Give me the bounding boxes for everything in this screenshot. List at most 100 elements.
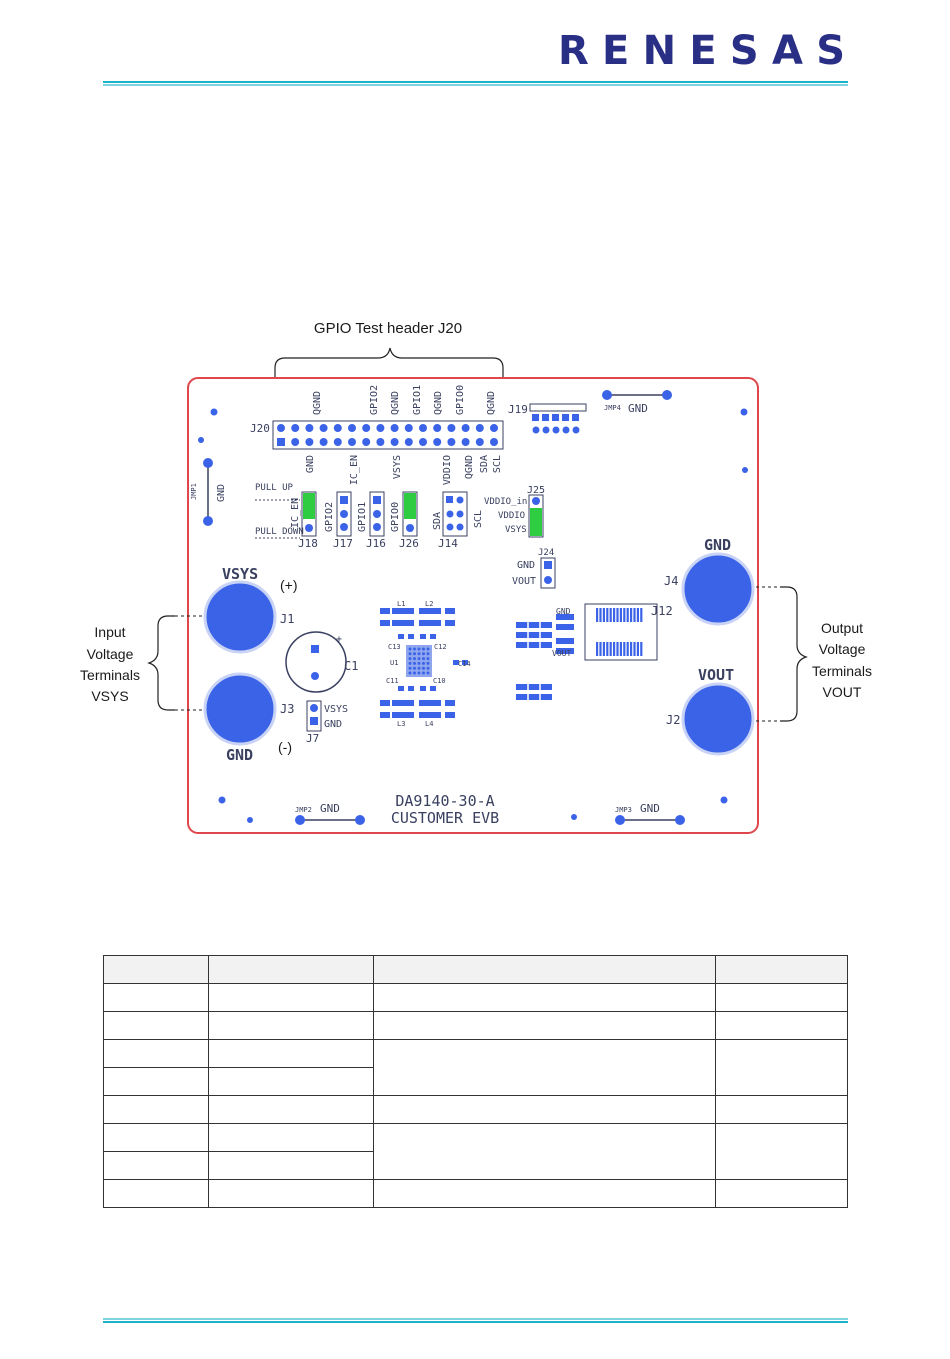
- board-outline: [187, 377, 759, 834]
- svg-text:VSYS: VSYS: [91, 688, 128, 704]
- spec-table: [103, 955, 848, 1208]
- table-cell: [208, 1011, 374, 1040]
- table-cell: [373, 1095, 716, 1124]
- svg-text:J24: J24: [538, 548, 554, 558]
- svg-text:JMP1: JMP1: [190, 483, 198, 500]
- svg-text:VDDIO_in: VDDIO_in: [484, 497, 527, 507]
- svg-text:VDDIO: VDDIO: [498, 511, 525, 521]
- table-header-cell: [208, 955, 374, 984]
- svg-text:Terminals: Terminals: [80, 667, 140, 683]
- table-row: [103, 1039, 848, 1096]
- header-rule: [103, 81, 848, 86]
- table-cell: [373, 1039, 716, 1096]
- table-row: [103, 1179, 848, 1208]
- table-row: [103, 1011, 848, 1040]
- svg-text:C10: C10: [433, 677, 446, 685]
- table-header-cell: [103, 955, 209, 984]
- board-name-line1: DA9140-30-A: [395, 792, 494, 810]
- table-row: [103, 1095, 848, 1124]
- svg-text:C11: C11: [386, 677, 399, 685]
- svg-text:VSYS: VSYS: [222, 565, 258, 583]
- table-cell: [208, 1179, 374, 1208]
- table-row: [103, 1123, 848, 1180]
- output-voltage-label: Output Voltage Terminals VOUT: [812, 620, 872, 700]
- svg-text:U1: U1: [390, 659, 398, 667]
- svg-text:SCL: SCL: [492, 455, 503, 473]
- svg-text:QGND: QGND: [390, 391, 401, 415]
- svg-text:GPIO0: GPIO0: [390, 502, 401, 532]
- svg-text:J7: J7: [306, 732, 319, 745]
- evb-layout-figure: GPIO Test header J20 JMP1 GND JMP4 GND J…: [80, 320, 872, 834]
- svg-text:GPIO2: GPIO2: [324, 502, 335, 532]
- j12-connector: J12: [584, 603, 673, 661]
- svg-text:VSYS: VSYS: [505, 525, 527, 535]
- logo-text: RENESAS: [558, 28, 846, 74]
- svg-text:VOUT: VOUT: [512, 576, 536, 587]
- svg-text:J18: J18: [298, 537, 318, 550]
- svg-text:C14: C14: [458, 660, 471, 668]
- table-cell: [103, 1011, 209, 1040]
- svg-text:VSYS: VSYS: [392, 455, 403, 479]
- table-cell: [715, 1095, 848, 1124]
- gpio-header-title: GPIO Test header J20: [314, 320, 462, 337]
- table-cell: [373, 1179, 716, 1208]
- table-cell: [103, 1123, 209, 1152]
- svg-text:VSYS: VSYS: [324, 704, 348, 715]
- svg-text:Voltage: Voltage: [819, 641, 866, 657]
- j7-connector: VSYS GND J7: [306, 700, 348, 745]
- table-cell: [715, 1179, 848, 1208]
- svg-text:VOUT: VOUT: [823, 684, 862, 700]
- table-cell: [373, 1123, 716, 1180]
- j25-connector: J25 VDDIO_in VDDIO VSYS: [484, 485, 545, 538]
- svg-text:L3: L3: [397, 720, 405, 728]
- svg-text:C1: C1: [344, 659, 358, 673]
- svg-text:PULL DOWN: PULL DOWN: [255, 527, 304, 537]
- svg-text:VOUT: VOUT: [698, 666, 734, 684]
- table-cell: [715, 1011, 848, 1040]
- svg-text:L2: L2: [425, 600, 433, 608]
- table-cell: [103, 1095, 209, 1124]
- svg-text:Input: Input: [94, 624, 125, 640]
- svg-text:J25: J25: [527, 485, 545, 496]
- svg-text:IC_EN: IC_EN: [290, 498, 301, 528]
- svg-text:C12: C12: [434, 643, 447, 651]
- jmp2: JMP2 GND: [295, 802, 365, 825]
- svg-text:PULL UP: PULL UP: [255, 483, 294, 493]
- svg-text:+: +: [336, 634, 342, 645]
- table-cell: [103, 1039, 209, 1068]
- table-cell: [208, 1095, 374, 1124]
- svg-text:J14: J14: [438, 537, 458, 550]
- svg-text:J3: J3: [280, 702, 294, 716]
- j24-connector: J24 GND VOUT: [512, 548, 556, 589]
- svg-text:GPIO0: GPIO0: [455, 385, 466, 415]
- plus-sign: (+): [280, 577, 298, 593]
- svg-text:VDDIO: VDDIO: [442, 455, 453, 485]
- j19-connector: J19: [508, 403, 587, 434]
- table-cell: [208, 1123, 374, 1152]
- table-cell: [103, 1067, 209, 1096]
- table-row: [103, 983, 848, 1012]
- svg-text:J17: J17: [333, 537, 353, 550]
- table-cell: [373, 983, 716, 1012]
- svg-text:JMP3: JMP3: [615, 806, 632, 814]
- svg-text:VOUT: VOUT: [552, 649, 571, 658]
- jmp4: JMP4 GND: [602, 390, 672, 415]
- table-cell: [103, 1179, 209, 1208]
- svg-text:GND: GND: [320, 802, 340, 815]
- svg-text:SDA: SDA: [479, 455, 490, 473]
- table-header-cell: [715, 955, 848, 984]
- output-terminals: GND J4 VOUT J2: [664, 536, 755, 756]
- table-row: [103, 1067, 848, 1096]
- svg-text:J26: J26: [399, 537, 419, 550]
- table-cell: [103, 983, 209, 1012]
- svg-text:GND: GND: [704, 536, 731, 554]
- table-cell: [103, 1151, 209, 1180]
- table-header-row: [103, 955, 848, 984]
- table-cell: [208, 1151, 374, 1180]
- svg-text:GND: GND: [640, 802, 660, 815]
- svg-text:J1: J1: [280, 612, 294, 626]
- svg-text:J19: J19: [508, 403, 528, 416]
- table-row: [103, 1151, 848, 1180]
- svg-text:GND: GND: [216, 484, 227, 502]
- table-cell: [373, 1011, 716, 1040]
